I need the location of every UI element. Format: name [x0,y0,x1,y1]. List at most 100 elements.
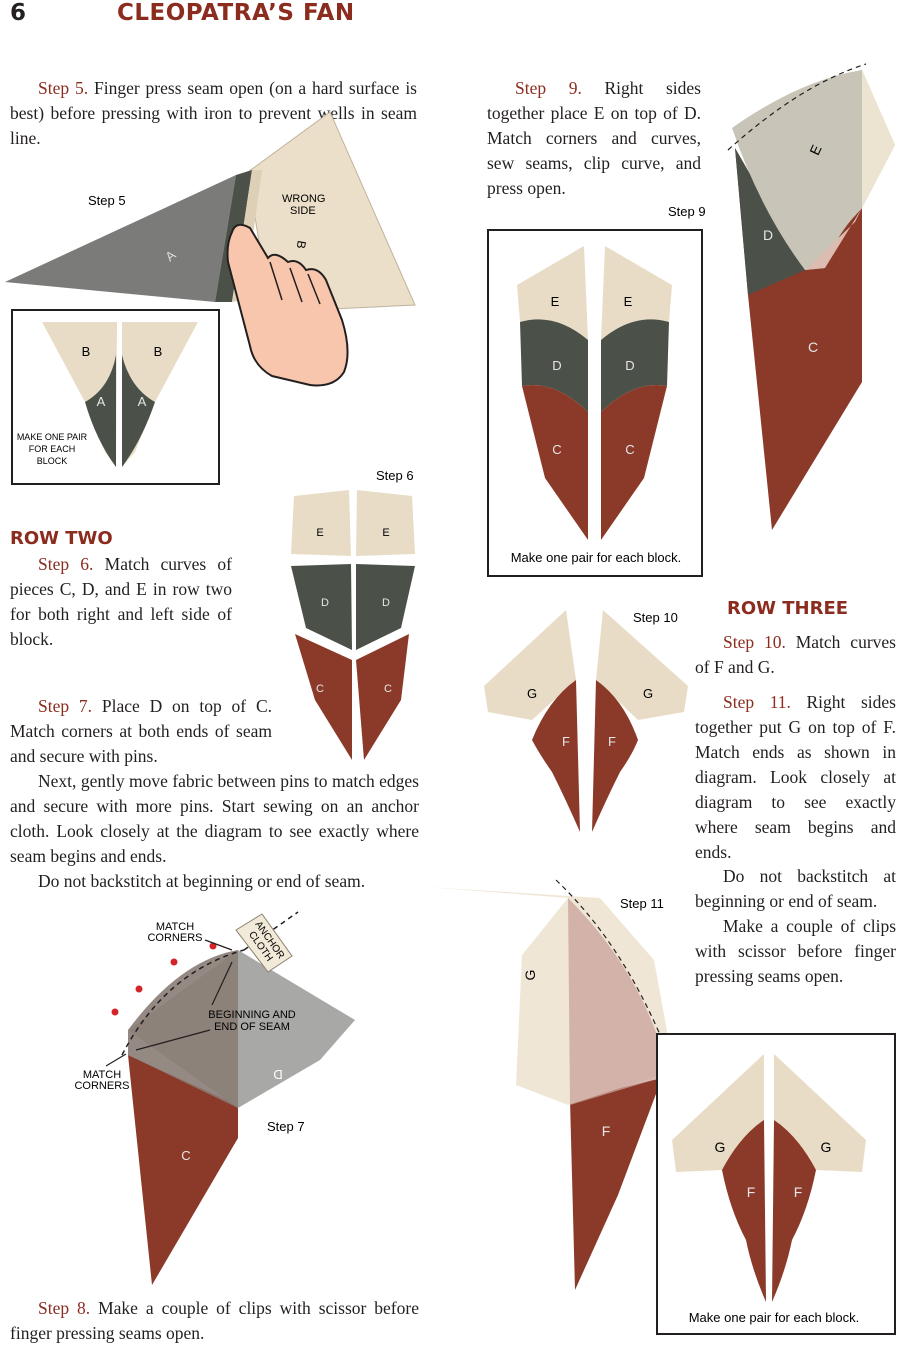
step10-left-g [484,610,576,720]
step11-inset-f-right: F [794,1184,803,1200]
step10-caption: Step 10 [633,610,678,625]
big-piece-e [732,70,895,270]
step5-label: Step 5. [38,78,89,98]
big-piece-e-light [862,70,895,208]
step6-right-d [356,564,415,650]
step6-diagram: Step 6 E E D D C C [291,468,415,760]
step6-d-left-label: D [321,597,329,609]
big-piece-seam [727,63,867,151]
step6-e-left-label: E [316,527,323,539]
step9-left-e [517,246,588,340]
piece-a [5,175,236,302]
step8-paragraph: Step 8. Make a couple of clips with scis… [10,1296,419,1346]
step11-caption: Step 11 [620,896,664,911]
inset-left-a-label: A [97,394,106,409]
step9-d-right-label: D [625,358,634,373]
step9-c-left-label: C [552,442,561,457]
step6-left-c [295,634,352,760]
step7-text: Place D on top of C. Match corners at bo… [10,696,272,766]
step11-label: Step 11. [723,692,791,712]
step11-make-pair: Make one pair for each block. [689,1310,860,1325]
seam-arrow-bottom [135,1029,211,1051]
step10-right-g [596,610,688,720]
step11-no-backstitch: Do not backstitch at beginning or end of… [695,866,896,911]
step11-paragraph: Step 11. Right sides together put G on t… [695,690,896,865]
step11-clips: Make a couple of clips with scissor befo… [695,916,896,986]
pin-1-icon [111,1008,119,1016]
step6-caption: Step 6 [376,468,414,483]
step10-g-right-label: G [643,686,653,701]
hand-finger-lines [269,261,321,305]
row-two-heading: ROW TWO [10,528,113,549]
step9-label: Step 9. [515,78,582,98]
inset-left-b-label: B [82,344,91,359]
step10-paragraph: Step 10. Match curves of F and G. [695,630,896,680]
big-c-label: C [808,339,818,355]
inset-right-a [122,355,155,467]
step7-no-backstitch: Do not backstitch at beginning or end of… [38,871,366,891]
step10-text: Match curves of F and G. [695,632,896,677]
step11-right-f [772,1120,816,1302]
step10-g-left-label: G [527,686,537,701]
step6-left-e [291,490,351,556]
step9-d-left-label: D [552,358,561,373]
step11-text: Right sides together put G on top of F. … [695,692,896,862]
step6-e-right-label: E [382,527,389,539]
inset-left-a [85,355,116,467]
step7-caption: Step 7 [267,1119,305,1134]
step11-g-label: G [522,970,538,981]
step5-text: Finger press seam open (on a hard surfac… [10,78,417,148]
step6-d-right-label: D [382,597,390,609]
step10-left-f [532,680,580,832]
page-title: CLEOPATRA’S FAN [117,0,355,26]
step10-diagram: Step 10 G G F F [484,610,688,832]
step9-diagram: Step 9 E E D D C C Make one pair for eac… [487,204,706,577]
step9-left-c [522,385,588,540]
big-piece-d [735,148,805,295]
finger-hand-icon [226,223,349,387]
step11-left-f [722,1120,766,1302]
step11-inset-g-right: G [821,1139,832,1155]
step7-overlap [128,950,238,1108]
anchor-cloth-icon [235,913,293,973]
page-number: 6 [10,0,27,26]
pin-2-icon [135,985,143,993]
step9-text: Right sides together place E on top of D… [487,78,701,198]
step5-label-b: B [294,239,309,249]
step10-label: Step 10. [723,632,786,652]
step10-f-left-label: F [562,734,570,749]
step9-left-d [520,319,588,412]
step8-text: Make a couple of clips with scissor befo… [10,1298,419,1343]
step7-d-label: D [273,1067,282,1082]
step10-f-right-label: F [608,734,616,749]
step9-sewn-piece: E D C [727,63,895,530]
step7-c-label: C [181,1148,190,1163]
pin-3-icon [170,958,178,966]
step9-paragraph: Step 9. Right sides together place E on … [487,76,701,201]
step9-make-pair: Make one pair for each block. [511,550,682,565]
step11-diagram: Step 11 G F G G F F Make one pair for ea… [428,879,896,1335]
step7-piece-c [128,1055,238,1285]
match-arrow-top [204,939,233,951]
row-three-heading: ROW THREE [727,598,849,619]
step11-seam-line [555,879,686,1103]
step9-inset-box [487,229,703,577]
step6-label: Step 6. [38,554,94,574]
step5-paragraph: Step 5. Finger press seam open (on a har… [10,76,417,151]
step7-paragraph: Step 7. Place D on top of C. Match corne… [10,694,272,769]
step7-seam-line [121,949,245,1056]
step6-text: Match curves of pieces C, D, and E in ro… [10,554,232,649]
seam-arrow-top [211,961,233,1006]
step11-overlap [568,898,665,1105]
step11-piece-f [570,1078,662,1290]
step7-continued: Next, gently move fabric between pins to… [10,771,419,866]
step6-paragraph: Step 6. Match curves of pieces C, D, and… [10,552,232,652]
step9-caption: Step 9 [668,204,706,219]
